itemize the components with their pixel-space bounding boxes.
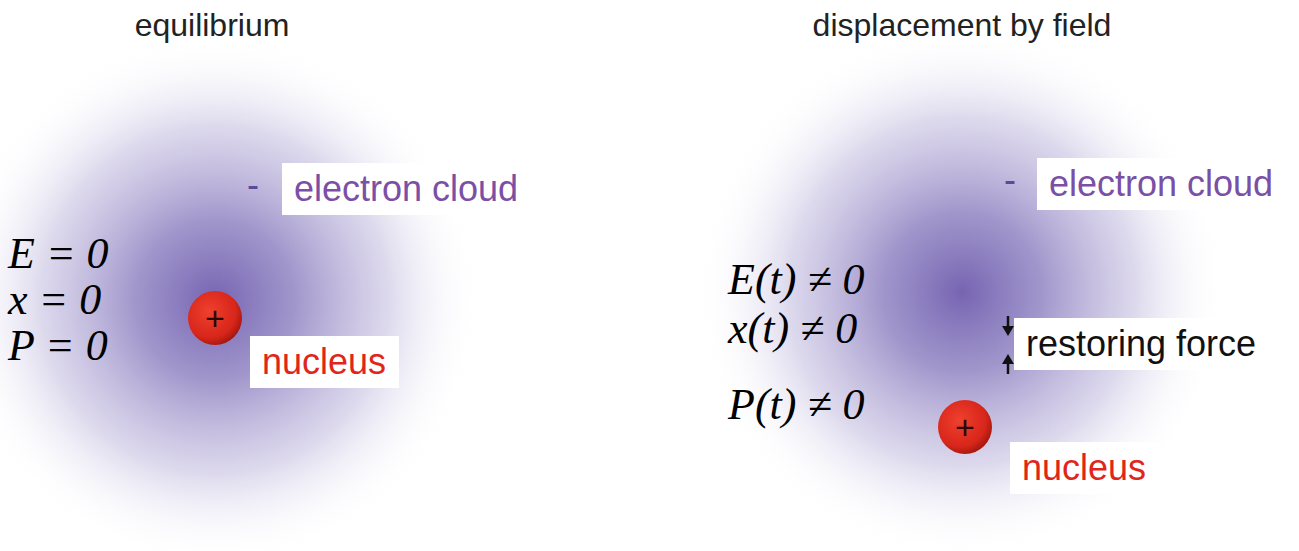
nucleus-circle: + — [187, 290, 243, 346]
arrow-shaft — [1007, 316, 1010, 327]
arrow-head — [1002, 326, 1014, 336]
charge-sign: - — [1004, 158, 1016, 201]
box-text: electron cloud — [294, 167, 519, 210]
panel-title: equilibrium — [135, 6, 290, 44]
box-text: electron cloud — [1049, 162, 1274, 205]
box-text: restoring force — [1026, 322, 1257, 365]
cloud-label-box: electron cloud — [282, 163, 531, 215]
electron-cloud — [0, 35, 480, 551]
box-text: nucleus — [262, 340, 387, 383]
equation: P(t) ≠ 0 — [728, 383, 865, 427]
nucleus-disc — [938, 400, 992, 454]
charge-sign: - — [247, 163, 259, 206]
box-text: nucleus — [1022, 446, 1147, 489]
nucleus-circle: + — [937, 399, 993, 455]
equation: x = 0 — [8, 278, 101, 322]
nucleus-disc — [188, 291, 242, 345]
restoring-arrows — [1002, 316, 1014, 374]
charge-sign: + — [205, 301, 225, 335]
panel-title: displacement by field — [813, 6, 1112, 44]
arrow-head — [1002, 354, 1014, 364]
equation: P = 0 — [8, 324, 108, 368]
equation: x(t) ≠ 0 — [728, 307, 857, 351]
cloud-label-box: electron cloud — [1037, 158, 1286, 210]
electron-cloud — [697, 27, 1227, 551]
arrow-shaft — [1007, 363, 1010, 374]
equation: E = 0 — [8, 232, 109, 276]
nucleus-label-box: nucleus — [250, 336, 399, 388]
nucleus-label-box: nucleus — [1010, 442, 1159, 494]
equation: E(t) ≠ 0 — [728, 258, 865, 302]
charge-sign: + — [955, 410, 975, 444]
force-label-box: restoring force — [1014, 318, 1269, 370]
